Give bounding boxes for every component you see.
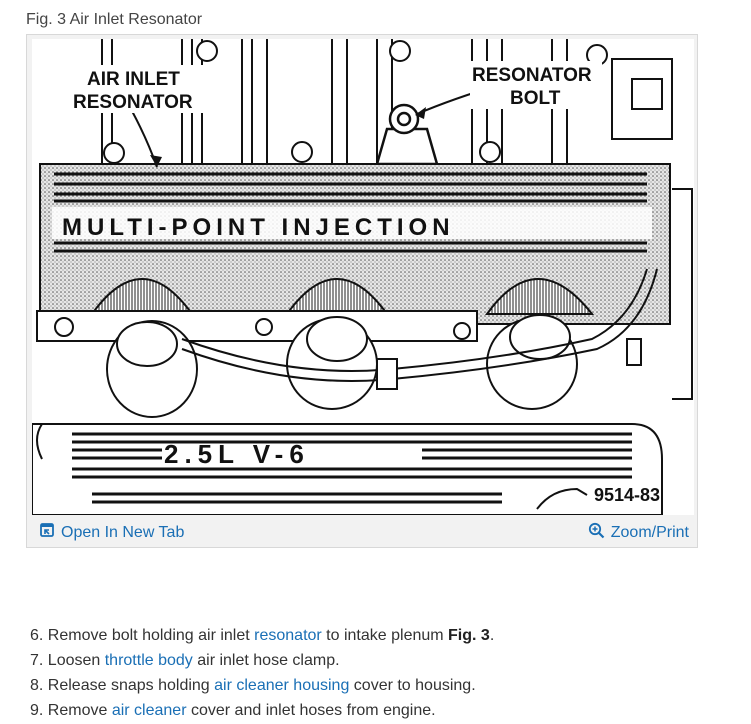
- figure-code: 9514-83: [594, 485, 660, 505]
- fuel-injectors: [106, 314, 578, 418]
- throttle-body-link[interactable]: throttle body: [104, 652, 193, 669]
- zoom-print-label: Zoom/Print: [610, 524, 689, 541]
- label-resonator-bolt-line1: RESONATOR: [472, 65, 592, 86]
- engine-illustration: MULTI-POINT INJECTION: [32, 39, 694, 515]
- label-resonator-bolt-line2: BOLT: [510, 88, 561, 109]
- step-item: 7. Loosen throttle body air inlet hose c…: [30, 652, 340, 669]
- step-item: 9. Remove air cleaner cover and inlet ho…: [30, 702, 436, 719]
- engine-text: 2.5L V-6: [164, 439, 310, 469]
- open-in-new-tab-link[interactable]: Open In New Tab: [39, 522, 184, 543]
- wiring-harness: [181, 268, 658, 390]
- runner-arches: [90, 278, 595, 315]
- air-cleaner-link[interactable]: air cleaner: [111, 702, 187, 719]
- figure-frame: MULTI-POINT INJECTION: [26, 34, 698, 548]
- step-item: 8. Release snaps holding air cleaner hou…: [30, 677, 476, 694]
- air-cleaner-housing-link[interactable]: air cleaner housing: [214, 677, 350, 694]
- open-in-new-tab-label: Open In New Tab: [61, 523, 185, 541]
- open-new-tab-icon: [39, 522, 55, 543]
- figure-toolbar: Open In New Tab Zoom/Print: [27, 517, 697, 547]
- zoom-magnifier-icon: [588, 522, 605, 544]
- step-item: 6. Remove bolt holding air inlet resonat…: [30, 627, 495, 644]
- figure-caption: Fig. 3 Air Inlet Resonator: [26, 11, 203, 28]
- resonator-bolt: [375, 103, 439, 166]
- label-air-inlet-line2: RESONATOR: [73, 92, 193, 113]
- zoom-print-link[interactable]: Zoom/Print: [588, 522, 689, 544]
- right-components: [611, 58, 693, 400]
- label-air-inlet-line1: AIR INLET: [87, 69, 180, 90]
- resonator-link[interactable]: resonator: [254, 627, 322, 644]
- plenum-text: MULTI-POINT INJECTION: [62, 214, 455, 241]
- procedure-steps: 6. Remove bolt holding air inlet resonat…: [30, 623, 494, 723]
